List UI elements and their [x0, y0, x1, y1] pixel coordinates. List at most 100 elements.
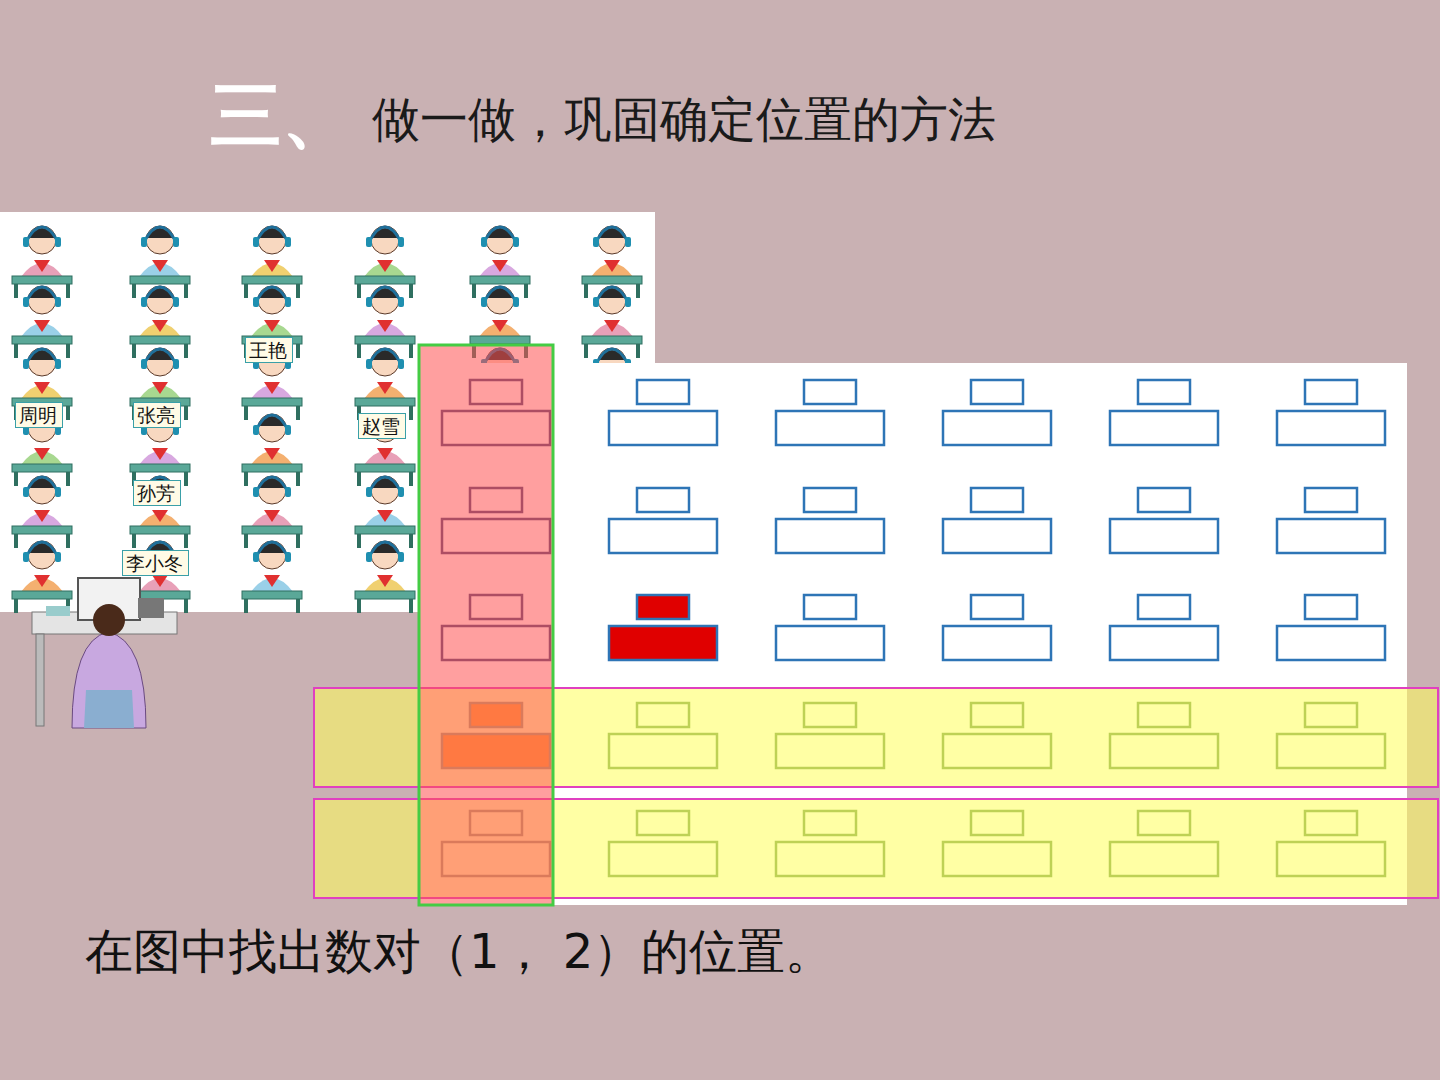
- desk-top: [12, 464, 72, 472]
- student-name: 周明: [19, 404, 59, 426]
- student-head: [146, 286, 174, 314]
- earcup: [285, 237, 291, 247]
- earcup: [625, 237, 631, 247]
- student-name: 王艳: [249, 339, 289, 361]
- scarf: [377, 260, 393, 272]
- earcup: [173, 297, 179, 307]
- student-head: [28, 286, 56, 314]
- teacher-head: [93, 604, 125, 636]
- scarf: [264, 575, 280, 587]
- desk-leg: [296, 472, 300, 486]
- headphones: [145, 227, 175, 240]
- headphones: [27, 542, 57, 555]
- earcup: [23, 552, 29, 562]
- student: [130, 286, 190, 358]
- desk-top: [12, 276, 72, 284]
- desk-icon: [943, 626, 1051, 660]
- desk-top: [130, 276, 190, 284]
- headphones: [597, 349, 627, 362]
- desk-leg: [524, 284, 528, 298]
- desk-top: [242, 591, 302, 599]
- earcup: [55, 359, 61, 369]
- seat-icon: [1305, 488, 1357, 512]
- scarf: [604, 320, 620, 332]
- scarf: [34, 260, 50, 272]
- desk-leg: [132, 284, 136, 298]
- scarf: [34, 575, 50, 587]
- earcup: [513, 297, 519, 307]
- headphones: [27, 477, 57, 490]
- seat-icon: [1305, 595, 1357, 619]
- teacher-legs: [84, 690, 134, 728]
- scarf: [264, 260, 280, 272]
- desk-leg: [357, 534, 361, 548]
- headphones: [370, 287, 400, 300]
- earcup: [398, 237, 404, 247]
- desk-leg: [14, 599, 18, 613]
- earcup: [55, 487, 61, 497]
- earcup: [141, 359, 147, 369]
- student: [355, 348, 415, 420]
- phone: [46, 606, 70, 616]
- name-tag: 王艳: [245, 337, 293, 363]
- desk-leg: [409, 284, 413, 298]
- earcup: [141, 297, 147, 307]
- seat-icon: [804, 595, 856, 619]
- desk-icon: [1110, 519, 1218, 553]
- earcup: [141, 237, 147, 247]
- student-head: [598, 226, 626, 254]
- scarf: [264, 382, 280, 394]
- headphones: [145, 349, 175, 362]
- desk-leg: [244, 406, 248, 420]
- scarf: [264, 510, 280, 522]
- desk-leg: [409, 599, 413, 613]
- seat-icon: [971, 488, 1023, 512]
- desk-leg: [296, 599, 300, 613]
- question-caption: 在图中找出数对（1， 2）的位置。: [85, 920, 833, 984]
- headphones: [370, 227, 400, 240]
- name-tag: 赵雪: [358, 413, 406, 439]
- desk-top: [130, 336, 190, 344]
- desk-leg: [296, 534, 300, 548]
- student-head: [258, 476, 286, 504]
- student-head: [371, 286, 399, 314]
- desk-leg: [66, 344, 70, 358]
- desk-leg: [244, 472, 248, 486]
- seat-icon: [1138, 488, 1190, 512]
- student-head: [28, 476, 56, 504]
- name-tag: 孙芳: [133, 480, 181, 506]
- student-name: 张亮: [137, 404, 177, 426]
- student-name: 孙芳: [137, 482, 177, 504]
- desk-top: [355, 398, 415, 406]
- desk-top: [242, 276, 302, 284]
- desk-leg: [184, 406, 188, 420]
- desk-leg: [357, 599, 361, 613]
- seat-icon: [637, 595, 689, 619]
- desk-icon: [1110, 626, 1218, 660]
- earcup: [55, 297, 61, 307]
- desk-leg: [357, 284, 361, 298]
- earcup: [253, 552, 259, 562]
- headphones: [257, 542, 287, 555]
- headphones: [27, 227, 57, 240]
- desk-icon: [609, 626, 717, 660]
- scarf: [264, 320, 280, 332]
- seat-icon: [804, 488, 856, 512]
- student: [355, 414, 415, 486]
- student: [130, 476, 190, 548]
- slide-title: 做一做，巩固确定位置的方法: [372, 88, 996, 152]
- desk-icon: [776, 411, 884, 445]
- student-head: [258, 414, 286, 442]
- desk-top: [242, 464, 302, 472]
- student: [12, 476, 72, 548]
- headphones: [370, 349, 400, 362]
- scarf: [492, 260, 508, 272]
- desk-leg: [357, 344, 361, 358]
- student: [12, 286, 72, 358]
- desk-leg: [14, 284, 18, 298]
- desk-leg: [66, 406, 70, 420]
- earcup: [55, 237, 61, 247]
- student: [242, 476, 302, 548]
- scarf: [377, 510, 393, 522]
- desk-top: [12, 591, 72, 599]
